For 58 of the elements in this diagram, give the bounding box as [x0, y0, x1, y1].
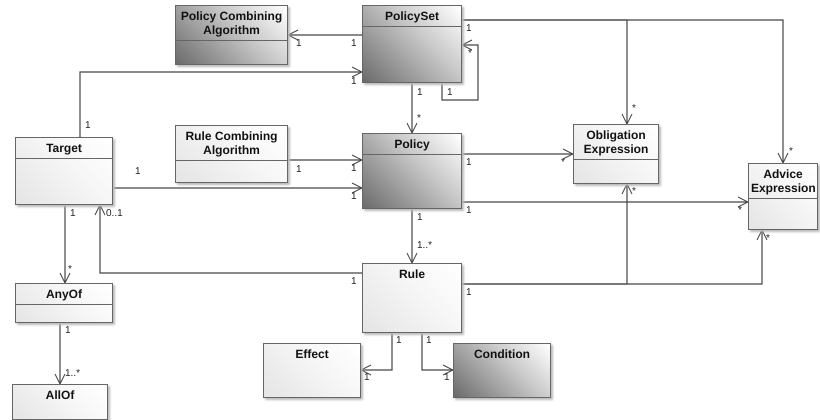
- class-box: [573, 124, 659, 184]
- class-box: [362, 133, 462, 209]
- class-box: [175, 5, 288, 65]
- multiplicity-label: 1: [426, 335, 432, 346]
- class-box: [263, 343, 361, 398]
- class-name: Rule Combining Algorithm: [184, 128, 278, 159]
- multiplicity-label: 1: [444, 372, 450, 383]
- multiplicity-label: 1: [466, 157, 472, 168]
- multiplicity-label: 1: [351, 276, 357, 287]
- multiplicity-label: 1: [351, 38, 357, 49]
- multiplicity-label: 1..*: [65, 368, 80, 379]
- class-box: [453, 343, 551, 398]
- multiplicity-label: 1: [447, 87, 453, 98]
- multiplicity-label: *: [632, 103, 636, 114]
- class-name: Target: [45, 140, 83, 157]
- class-name: Effect: [294, 346, 330, 363]
- multiplicity-label: *: [766, 233, 770, 244]
- multiplicity-label: 1: [466, 23, 472, 34]
- class-box: [362, 263, 462, 333]
- multiplicity-label: *: [468, 48, 472, 59]
- multiplicity-label: 1: [65, 325, 71, 336]
- multiplicity-label: 1: [417, 87, 423, 98]
- class-name: Obligation Expression: [582, 127, 650, 158]
- class-name: Advice Expression: [750, 166, 817, 197]
- class-name: Condition: [473, 346, 531, 363]
- class-name: AnyOf: [45, 286, 83, 303]
- class-name: AllOf: [44, 387, 76, 404]
- multiplicity-label: 1: [351, 76, 357, 87]
- multiplicity-label: 1: [85, 120, 91, 131]
- multiplicity-label: *: [68, 264, 72, 275]
- multiplicity-label: 1: [296, 164, 302, 175]
- multiplicity-label: 1: [364, 372, 370, 383]
- class-box: [15, 283, 113, 323]
- multiplicity-label: 1: [417, 212, 423, 223]
- multiplicity-label: 0..1: [106, 208, 123, 219]
- multiplicity-label: 1: [351, 163, 357, 174]
- multiplicity-label: *: [738, 205, 742, 216]
- class-box: [362, 5, 462, 83]
- class-box: [12, 384, 108, 420]
- class-name: Policy: [393, 136, 431, 153]
- multiplicity-label: 1: [466, 287, 472, 298]
- multiplicity-label: 1: [135, 166, 141, 177]
- class-name: PolicySet: [384, 8, 440, 25]
- multiplicity-label: 1: [351, 191, 357, 202]
- multiplicity-label: 1: [396, 335, 402, 346]
- multiplicity-label: *: [632, 186, 636, 197]
- class-name: Rule: [398, 266, 426, 283]
- class-box: [175, 125, 288, 183]
- class-box: [748, 163, 818, 230]
- multiplicity-label: *: [417, 113, 421, 124]
- multiplicity-label: 1..*: [417, 240, 432, 251]
- multiplicity-label: *: [789, 146, 793, 157]
- multiplicity-label: 1: [466, 205, 472, 216]
- class-name: Policy Combining Algorithm: [180, 8, 284, 39]
- multiplicity-label: *: [561, 157, 565, 168]
- multiplicity-label: 1: [296, 38, 302, 49]
- multiplicity-label: 1: [70, 208, 76, 219]
- class-box: [15, 137, 113, 205]
